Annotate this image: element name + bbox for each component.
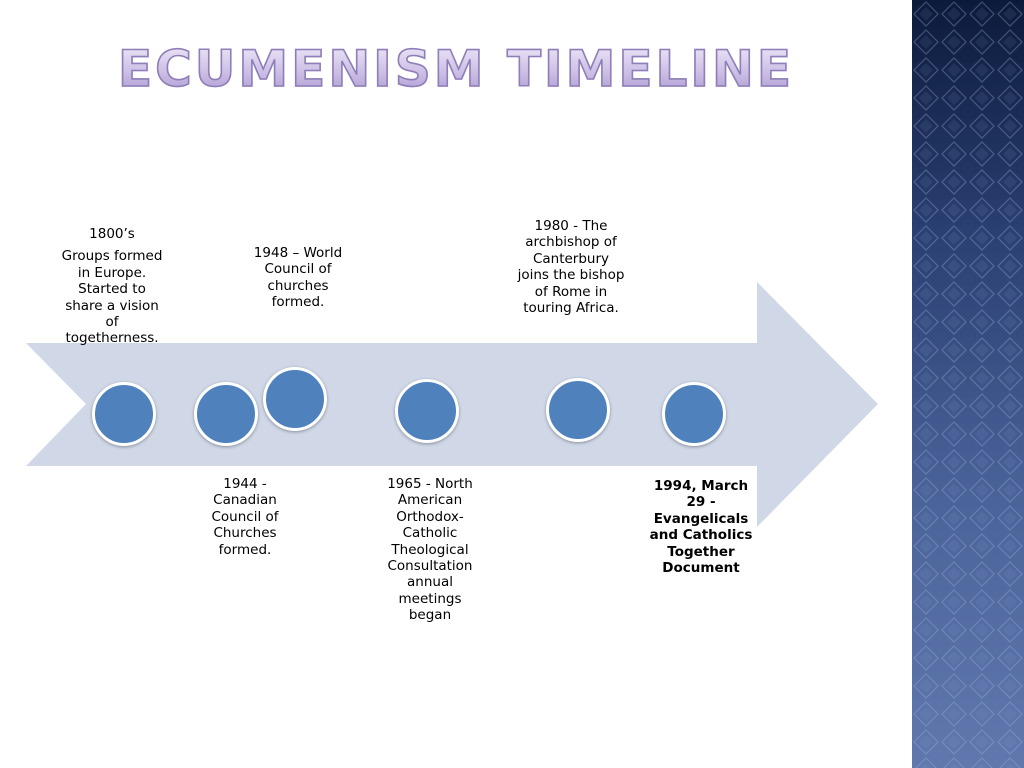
diamond-pattern [912, 0, 1024, 768]
event-label-1994: 1994, March 29 - Evangelicals and Cathol… [646, 478, 756, 576]
event-label-1980: 1980 - The archbishop of Canterbury join… [516, 218, 626, 316]
decorative-sidebar [912, 0, 1024, 768]
event-year-1800s: 1800’s [89, 226, 135, 242]
event-text-1800s: Groups formed in Europe. Started to shar… [61, 248, 163, 347]
event-label-1965: 1965 - North American Orthodox-Catholic … [380, 476, 480, 624]
timeline-node-1980 [546, 378, 610, 442]
event-text-1994: 1994, March 29 - Evangelicals and Cathol… [649, 478, 753, 577]
event-label-1800s: 1800’s Groups formed in Europe. Started … [58, 226, 166, 347]
timeline-node-1944 [194, 382, 258, 446]
event-text-1948: 1948 – World Council of churches formed. [253, 245, 343, 311]
event-text-1944: 1944 - Canadian Council of Churches form… [211, 476, 279, 558]
timeline-node-1994 [662, 382, 726, 446]
timeline-node-1948 [263, 367, 327, 431]
event-label-1948: 1948 – World Council of churches formed. [248, 245, 348, 311]
timeline-node-1965 [395, 379, 459, 443]
event-text-1965: 1965 - North American Orthodox-Catholic … [387, 476, 473, 624]
event-label-1944: 1944 - Canadian Council of Churches form… [203, 476, 287, 558]
slide-title: ECUMENISM TIMELINE [0, 39, 912, 99]
event-text-1980: 1980 - The archbishop of Canterbury join… [517, 218, 625, 317]
timeline-node-1800s [92, 382, 156, 446]
